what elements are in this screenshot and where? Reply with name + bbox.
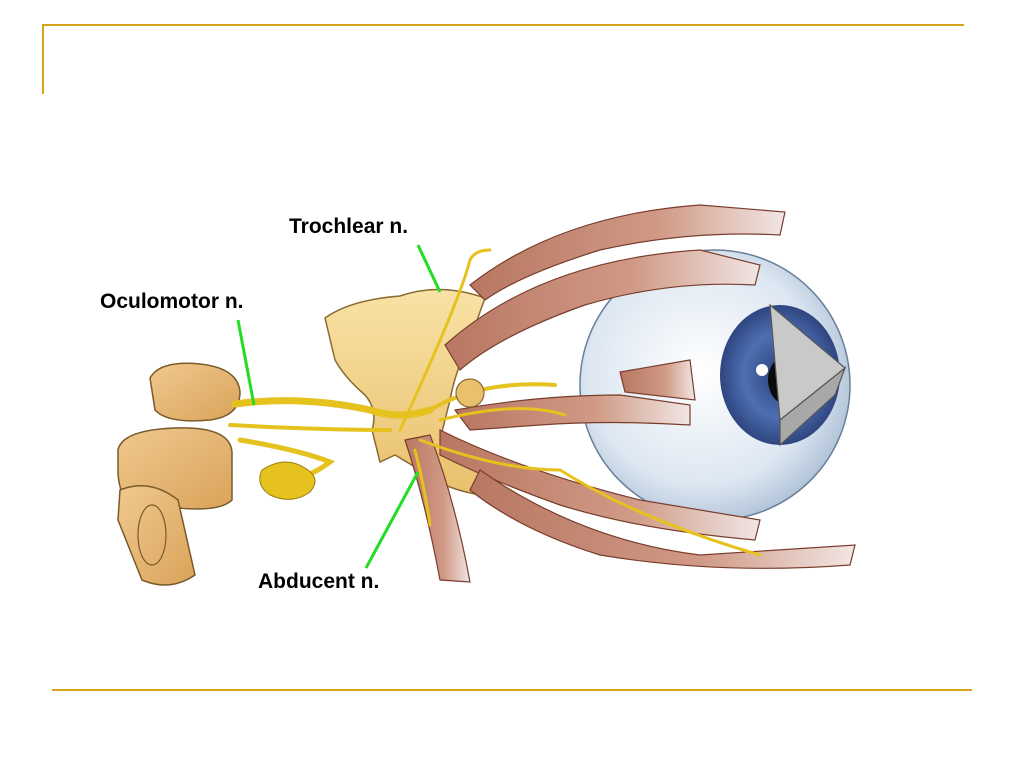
oculomotor-nerve-label: Oculomotor n. (100, 290, 244, 313)
ganglion (259, 461, 316, 500)
optic-canal (455, 378, 485, 408)
abducent-leader (364, 471, 420, 569)
oculomotor-leader (236, 319, 256, 406)
left-rule (42, 24, 44, 94)
abducent-nerve-label: Abducent n. (258, 570, 380, 593)
top-rule (42, 24, 964, 26)
trochlear-leader (416, 244, 442, 293)
eyeball-illustration (579, 249, 851, 521)
trochlear-nerve-label: Trochlear n. (289, 215, 409, 238)
brainstem (117, 362, 241, 586)
leader-lines (236, 244, 442, 569)
extraocular-muscles (404, 204, 856, 583)
bottom-rule (52, 689, 972, 691)
